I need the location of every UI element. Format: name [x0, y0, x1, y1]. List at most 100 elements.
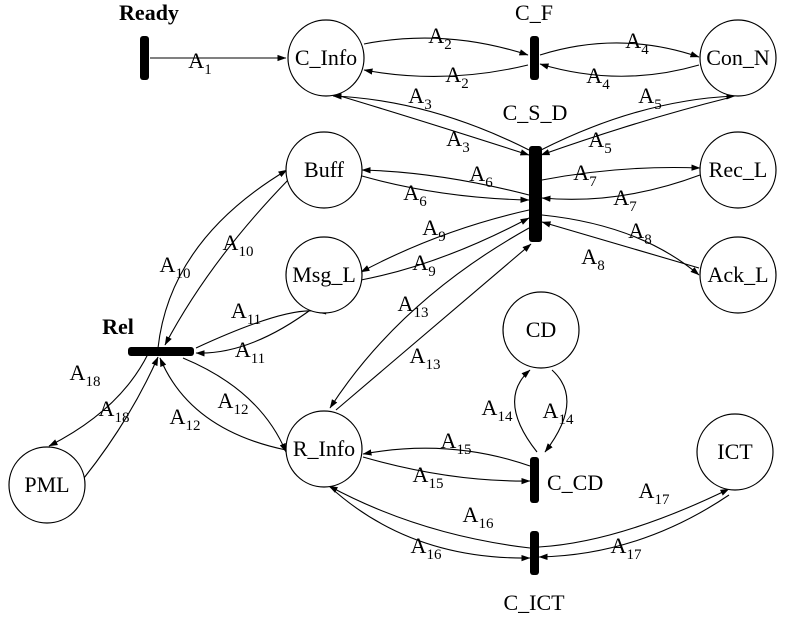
arc-label-letter: A — [463, 502, 479, 527]
place-circle — [699, 19, 777, 97]
arc-label-subscript: 6 — [485, 175, 493, 191]
arc-rel-to-buff — [157, 169, 288, 349]
arc-label-subscript: 7 — [629, 199, 637, 215]
arc-label-subscript: 8 — [644, 232, 652, 248]
arc-label-subscript: 18 — [85, 374, 100, 390]
arc-label-subscript: 5 — [654, 97, 662, 113]
arc-label: A13 — [398, 291, 429, 321]
place-circle — [699, 236, 777, 314]
arc-label-letter: A — [613, 185, 629, 210]
arc-con-n-to-c-s-d — [540, 97, 729, 156]
place-pml: PML — [8, 446, 86, 524]
arc-label: A1 — [188, 48, 211, 78]
arc-label-letter: A — [445, 62, 461, 87]
arc-label-subscript: 6 — [419, 194, 427, 210]
place-con-n: Con_N — [699, 19, 777, 97]
arc-label-letter: A — [638, 83, 654, 108]
arc-label-letter: A — [218, 388, 234, 413]
place-ack-l: Ack_L — [699, 236, 777, 314]
transition-label: Rel — [102, 314, 134, 339]
arc-label-subscript: 9 — [438, 229, 446, 245]
arc-con-n-to-c-f — [539, 63, 700, 77]
arc-label-letter: A — [581, 244, 597, 269]
arc-label: A17 — [639, 478, 670, 508]
place-circle — [696, 413, 774, 491]
arc-label-subscript: 12 — [185, 418, 200, 434]
arc-r-info-to-c-ict — [328, 485, 531, 562]
arc-label-letter: A — [235, 337, 251, 362]
arc-label-letter: A — [410, 343, 426, 368]
transition-label: C_S_D — [503, 100, 568, 125]
arc-label-subscript: 7 — [589, 174, 597, 190]
arc-msg-l-to-rel — [195, 307, 314, 357]
arc-label-letter: A — [223, 230, 239, 255]
arc-label-letter: A — [170, 404, 186, 429]
arc-label-letter: A — [446, 126, 462, 151]
arc-msg-l-to-c-s-d — [360, 217, 530, 281]
arc-label-letter: A — [543, 398, 559, 423]
arc-label-subscript: 1 — [204, 62, 212, 78]
transition-rel: Rel — [102, 314, 194, 356]
arc-label: A18 — [99, 396, 130, 426]
arc-label: A6 — [403, 180, 427, 210]
arc-label-subscript: 18 — [114, 410, 129, 426]
place-ict: ICT — [696, 413, 774, 491]
arc-label-letter: A — [398, 291, 414, 316]
place-rec-l: Rec_L — [699, 131, 777, 209]
arc-pml-to-rel — [83, 356, 159, 479]
place-circle — [502, 291, 580, 369]
arc-r-info-to-rel — [159, 357, 287, 451]
arc-label: A5 — [588, 127, 611, 157]
arc-label: A16 — [411, 533, 442, 563]
place-circle — [285, 410, 363, 488]
arc-c-s-d-to-con-n — [540, 93, 736, 151]
transition-ready: Ready — [119, 0, 179, 80]
arc-label-subscript: 10 — [238, 244, 253, 260]
arc-rel-to-r-info — [182, 357, 287, 453]
arc-label: A3 — [446, 126, 469, 156]
arc-label-letter: A — [586, 63, 602, 88]
arc-c-s-d-to-c-info — [332, 93, 530, 151]
transition-c-s-d: C_S_D — [503, 100, 568, 242]
transition-bar — [128, 347, 194, 356]
arc-label-subscript: 8 — [597, 258, 605, 274]
arc-c-s-d-to-r-info — [329, 227, 530, 409]
place-label: PML — [24, 472, 69, 497]
arc-label: A15 — [413, 462, 444, 492]
arc-label-letter: A — [639, 478, 655, 503]
arc-c-cd-to-r-info — [362, 447, 531, 467]
transition-c-cd: C_CD — [530, 457, 603, 503]
arc-label: A2 — [445, 62, 468, 92]
arc-label: A11 — [231, 298, 261, 328]
arc-label-letter: A — [469, 161, 485, 186]
transition-label: C_CD — [547, 470, 603, 495]
arc-ict-to-c-ict — [538, 494, 730, 560]
arc-label-letter: A — [482, 395, 498, 420]
place-circle — [8, 446, 86, 524]
place-buff: Buff — [285, 131, 363, 209]
arc-r-info-to-c-cd — [362, 456, 531, 485]
arc-label-letter: A — [588, 127, 604, 152]
arc-label-subscript: 4 — [641, 42, 649, 58]
arc-label-letter: A — [403, 180, 419, 205]
arc-label: A10 — [223, 230, 254, 260]
transition-bar — [140, 36, 149, 80]
arc-label: A3 — [408, 83, 431, 113]
arc-label: A14 — [482, 395, 513, 425]
arc-c-s-d-to-msg-l — [360, 209, 530, 273]
arc-label: A10 — [160, 252, 191, 282]
arc-ack-l-to-c-s-d — [541, 221, 700, 269]
place-cd: CD — [502, 291, 580, 369]
transition-bar — [529, 146, 542, 242]
arc-label-letter: A — [428, 23, 444, 48]
arc-rec-l-to-c-s-d — [541, 174, 701, 202]
place-label: Msg_L — [292, 262, 356, 287]
arc-label-subscript: 13 — [413, 305, 428, 321]
arc-c-cd-to-cd — [514, 369, 538, 453]
arc-label-letter: A — [99, 396, 115, 421]
arc-label: A2 — [428, 23, 451, 53]
place-label: CD — [526, 317, 557, 342]
arc-label-subscript: 14 — [497, 409, 513, 425]
arc-c-f-to-con-n — [539, 42, 700, 58]
